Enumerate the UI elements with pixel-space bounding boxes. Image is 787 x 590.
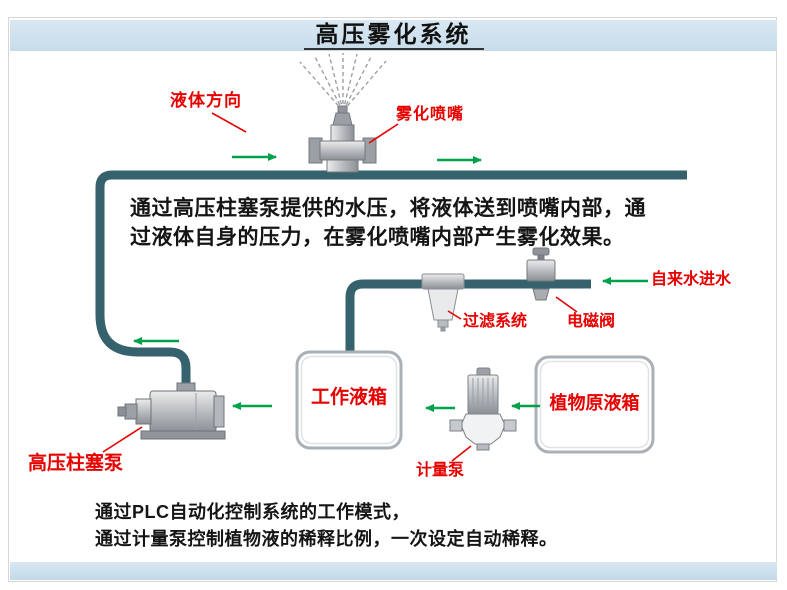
label-atomizing-nozzle: 雾化喷嘴 [396, 106, 465, 123]
working-tank-inner [300, 355, 398, 445]
pipes [95, 170, 687, 392]
spray-lines-icon [299, 53, 387, 112]
nozzle-collar [326, 159, 359, 173]
hp-pump [117, 382, 226, 440]
leader-liquid-direction [211, 112, 247, 133]
label-filter-system: 过滤系统 [463, 313, 528, 330]
hp-pump-body [149, 390, 217, 433]
flow-arrows [133, 153, 648, 412]
spray-nozzle [308, 105, 377, 173]
filter-drain [437, 319, 449, 328]
description-top-line2: 过液体自身的压力，在雾化喷嘴内部产生雾化效果。 [130, 226, 625, 249]
label-liquid-direction: 液体方向 [170, 91, 242, 110]
leader-hp-pump [102, 426, 143, 453]
pipe-main-supply [95, 170, 687, 392]
hp-pump-base [140, 430, 226, 440]
description-bottom-line2: 通过计量泵控制植物液的稀释比例，一次设定自动稀释。 [95, 529, 558, 549]
label-working-tank: 工作液箱 [310, 387, 387, 408]
valve-body [532, 288, 550, 301]
hp-pump-endcap [213, 395, 225, 428]
leader-nozzle [368, 123, 399, 144]
nozzle-cross-arm [319, 140, 366, 161]
label-solenoid-valve: 电磁阀 [567, 313, 616, 330]
metering-pump-drain [476, 443, 490, 451]
title-bar: 高压雾化系统 [10, 20, 777, 51]
description-top: 通过高压柱塞泵提供的水压，将液体送到喷嘴内部，通 过液体自身的压力，在雾化喷嘴内… [130, 194, 646, 252]
hp-pump-shaft-housing [135, 398, 152, 425]
filter-cap [421, 273, 465, 290]
metering-pump [449, 367, 517, 451]
label-metering-pump: 计量泵 [416, 462, 465, 479]
filter-drain-tip [440, 326, 446, 332]
plant-tank-inner [539, 360, 650, 449]
working-tank [295, 350, 403, 450]
leader-metering-pump [451, 445, 472, 462]
filter-bowl [427, 288, 459, 321]
metering-pump-port-right [503, 419, 517, 432]
label-hp-plunger-pump: 高压柱塞泵 [28, 453, 124, 474]
metering-pump-fins [472, 378, 494, 411]
description-bottom-line1: 通过PLC自动化控制系统的工作模式， [95, 502, 410, 522]
hp-pump-shaft-tip [117, 406, 127, 417]
metering-pump-port-left [449, 419, 463, 432]
description-top-line1: 通过高压柱塞泵提供的水压，将液体送到喷嘴内部，通 [130, 197, 646, 220]
filter-unit [421, 273, 465, 332]
hp-pump-shaft [124, 403, 138, 420]
metering-pump-head [460, 413, 506, 445]
solenoid-valve [526, 247, 556, 301]
label-tap-water-inlet: 自来水进水 [651, 271, 732, 288]
valve-stem [537, 254, 545, 261]
valve-coil [526, 259, 556, 282]
plant-tank [534, 355, 655, 454]
nozzle-tip [337, 105, 348, 114]
label-plant-stock-tank: 植物原液箱 [549, 393, 640, 413]
leader-valve [555, 296, 578, 313]
footer-bar [10, 562, 777, 580]
tanks [295, 350, 655, 454]
description-bottom: 通过PLC自动化控制系统的工作模式， 通过计量泵控制植物液的稀释比例，一次设定自… [95, 499, 558, 553]
nozzle-cone [332, 112, 353, 126]
leader-filter [447, 310, 462, 320]
page-frame [8, 17, 777, 582]
page-title: 高压雾化系统 [303, 21, 484, 51]
leader-lines [102, 112, 578, 462]
pipe-tap-water [345, 279, 591, 353]
